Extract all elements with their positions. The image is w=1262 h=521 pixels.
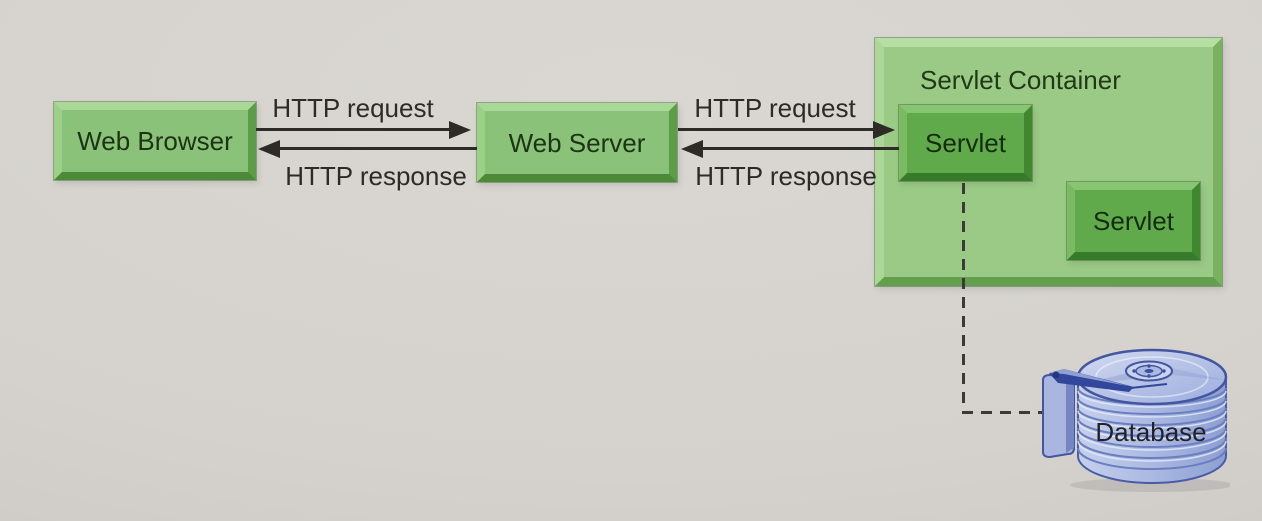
node-web-browser: Web Browser <box>54 102 256 180</box>
arrow-label-http-request-1: HTTP request <box>272 93 434 123</box>
arrowhead-right-icon <box>449 121 471 139</box>
servlet-container-title: Servlet Container <box>920 65 1121 95</box>
database-label: Database <box>1095 417 1207 447</box>
arrowhead-left-icon <box>681 140 703 158</box>
connector-line-request-1 <box>256 128 449 131</box>
node-servlet-1: Servlet <box>899 105 1032 181</box>
node-web-server: Web Server <box>477 103 677 182</box>
dashed-connector-vertical <box>962 183 965 411</box>
connector-line-request-2 <box>678 128 873 131</box>
web-browser-label: Web Browser <box>77 126 233 156</box>
database-disk-icon <box>1042 348 1230 492</box>
connector-line-response-1 <box>279 147 477 150</box>
node-servlet-container: Servlet Container Servlet Servlet <box>875 38 1222 286</box>
arrow-label-http-response-2: HTTP response <box>695 161 877 191</box>
connector-line-response-2 <box>703 147 899 150</box>
dashed-connector-horizontal <box>962 411 1045 414</box>
arrowhead-right-icon <box>873 121 895 139</box>
web-server-label: Web Server <box>508 127 646 158</box>
arrow-label-http-request-2: HTTP request <box>694 93 856 123</box>
arrow-label-http-response-1: HTTP response <box>285 161 467 191</box>
servlet-1-label: Servlet <box>925 128 1006 158</box>
arrowhead-left-icon <box>258 140 280 158</box>
servlet-2-label: Servlet <box>1093 206 1174 236</box>
node-servlet-2: Servlet <box>1067 182 1200 260</box>
